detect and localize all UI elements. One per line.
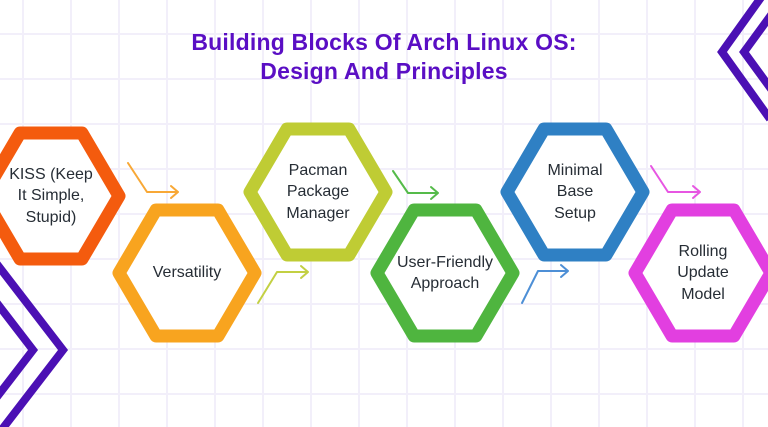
hexagon-shape <box>628 203 768 343</box>
hexagon-kiss: KISS (Keep It Simple, Stupid) <box>0 126 126 266</box>
hexagon-shape <box>243 122 393 262</box>
hexagon-shape <box>0 126 126 266</box>
chevron-inner-icon <box>0 300 39 400</box>
hexagon-shape <box>500 122 650 262</box>
hexagon-label-user-friendly: User-Friendly Approach <box>396 253 493 292</box>
chevron-outer-icon <box>0 261 69 427</box>
arrow-pacman-to-user-friendly <box>392 170 439 200</box>
hexagon-label-rolling: Rolling Update Model <box>677 243 729 303</box>
arrow-minimal-to-rolling <box>650 165 701 199</box>
page-title: Building Blocks Of Arch Linux OS: Design… <box>191 29 577 84</box>
chevron-decoration-bottom-left <box>0 261 69 427</box>
hexagon-rolling: Rolling Update Model <box>628 203 768 343</box>
arrow-versatility-to-pacman <box>257 265 309 304</box>
hexagon-versatility: Versatility <box>112 203 262 343</box>
chevron-inner-icon <box>739 12 768 92</box>
hexagon-pacman: Pacman Package Manager <box>243 122 393 262</box>
chevron-outer-icon <box>717 0 768 122</box>
arrow-user-friendly-to-minimal <box>521 264 569 304</box>
hexagon-shape <box>370 203 520 343</box>
chevron-decoration-top-right <box>717 0 768 122</box>
hexagon-shape <box>112 203 262 343</box>
hexagon-user-friendly: User-Friendly Approach <box>370 203 520 343</box>
hexagon-label-minimal: Minimal Base Setup <box>547 162 603 222</box>
hexagon-label-pacman: Pacman Package Manager <box>286 162 350 222</box>
arrow-kiss-to-versatility <box>127 162 179 199</box>
hexagon-minimal: Minimal Base Setup <box>500 122 650 262</box>
hexagon-label-kiss: KISS (Keep It Simple, Stupid) <box>9 166 93 226</box>
hexagon-label-versatility: Versatility <box>152 264 222 282</box>
